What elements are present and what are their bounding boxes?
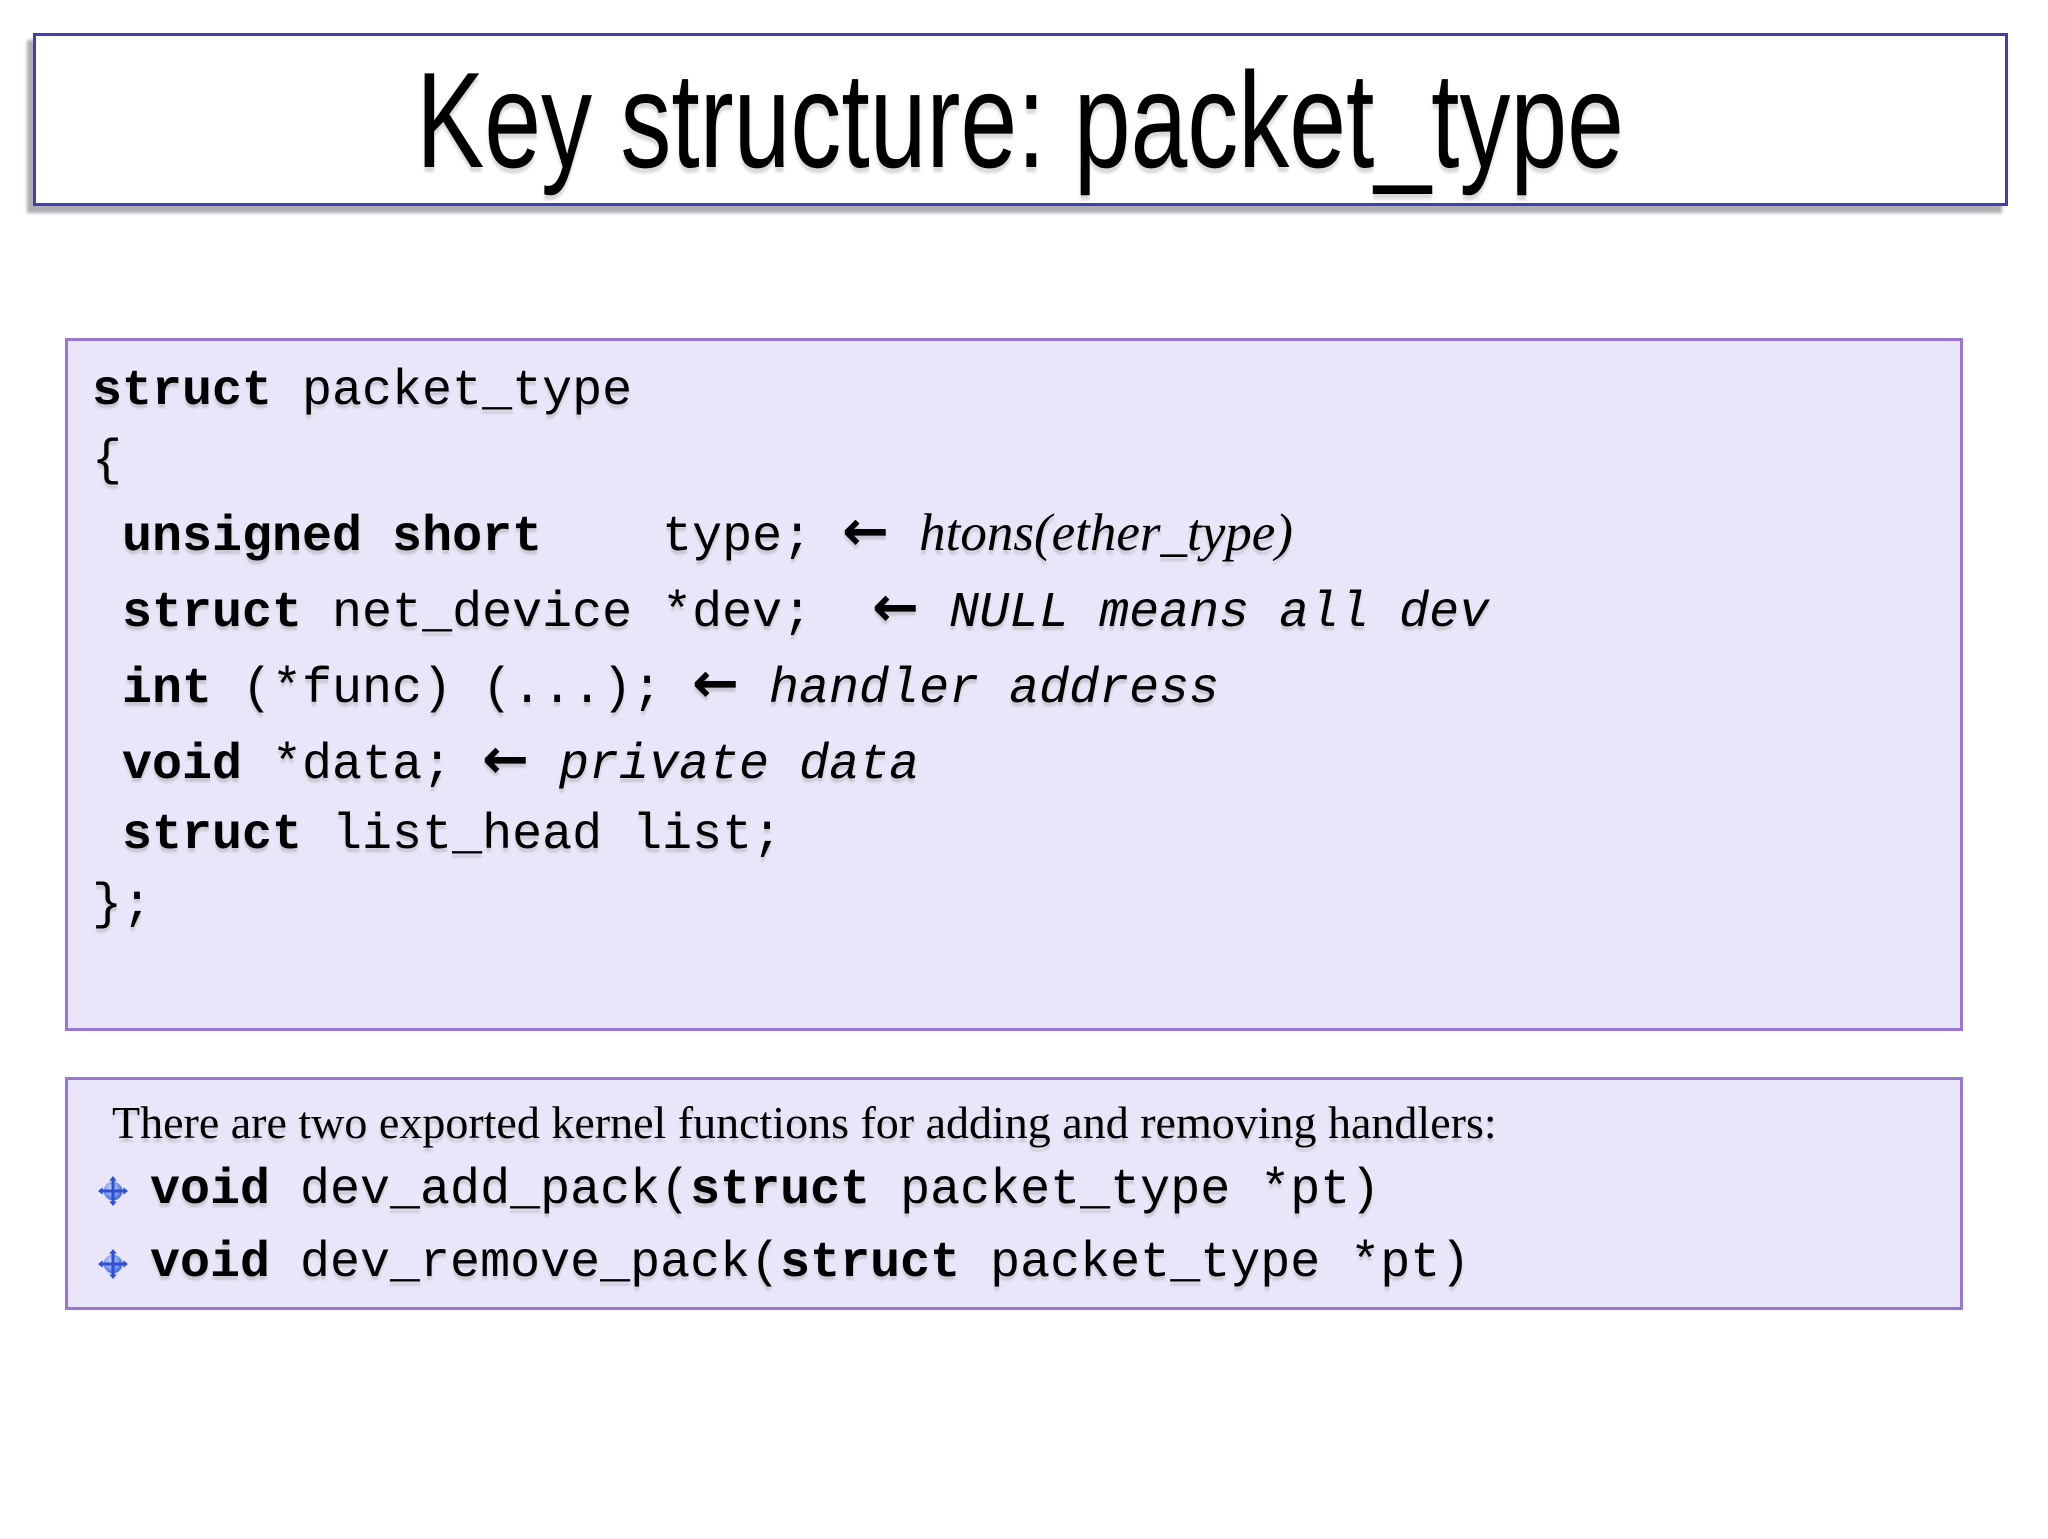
code-segment: struct <box>92 363 273 420</box>
kernel-function-list: void dev_add_pack(struct packet_type *pt… <box>92 1154 1960 1300</box>
code-segment: list_head list; <box>302 807 783 864</box>
code-segment: packet_type *pt) <box>960 1235 1471 1292</box>
code-segment: private data <box>559 737 920 794</box>
code-segment: dev_remove_pack( <box>270 1235 781 1292</box>
code-line: unsigned short type; ← htons(ether_type) <box>92 497 1960 573</box>
code-line: void *data; ← private data <box>92 725 1960 801</box>
crosshair-orb-icon <box>98 1176 128 1206</box>
struct-definition-box: struct packet_type { unsigned short type;… <box>65 338 1963 1031</box>
code-line: struct net_device *dev; ← NULL means all… <box>92 573 1960 649</box>
code-segment: *data; <box>242 737 483 794</box>
code-segment: struct <box>780 1235 961 1292</box>
code-segment: struct <box>122 585 303 642</box>
code-segment: { <box>92 433 123 490</box>
code-segment: packet_type <box>272 363 633 420</box>
code-segment: net_device *dev; <box>302 585 873 642</box>
code-segment: htons(ether_type) <box>919 504 1293 562</box>
code-segment: struct <box>122 807 303 864</box>
code-segment: dev_add_pack( <box>270 1162 691 1219</box>
code-segment: }; <box>92 877 153 934</box>
code-segment <box>529 737 559 794</box>
code-line: { <box>92 427 1960 497</box>
function-item: void dev_remove_pack(struct packet_type … <box>92 1227 1960 1300</box>
left-arrow-icon: ← <box>842 499 890 564</box>
code-line: struct list_head list; <box>92 801 1960 871</box>
code-segment <box>92 737 122 794</box>
code-segment: void <box>150 1162 271 1219</box>
crosshair-orb-icon <box>98 1249 128 1279</box>
code-line: int (*func) (...); ← handler address <box>92 649 1960 725</box>
title-box: Key structure: packet_type <box>33 33 2008 206</box>
code-segment <box>92 807 122 864</box>
code-segment <box>739 661 769 718</box>
left-arrow-icon: ← <box>482 727 530 792</box>
struct-code: struct packet_type { unsigned short type;… <box>92 357 1960 941</box>
left-arrow-icon: ← <box>872 575 920 640</box>
code-segment <box>92 585 122 642</box>
code-segment: unsigned short <box>122 509 543 566</box>
code-segment: type; <box>542 509 843 566</box>
kernel-functions-intro: There are two exported kernel functions … <box>112 1097 1497 1148</box>
kernel-functions-box: There are two exported kernel functions … <box>65 1077 1963 1310</box>
left-arrow-icon: ← <box>692 651 740 716</box>
code-line: struct packet_type <box>92 357 1960 427</box>
page-title: Key structure: packet_type <box>416 43 1625 196</box>
code-segment: int <box>122 661 213 718</box>
code-segment <box>889 509 919 566</box>
code-segment: NULL means all dev <box>949 585 1490 642</box>
code-segment <box>92 661 122 718</box>
code-segment: packet_type *pt) <box>870 1162 1381 1219</box>
code-segment: void <box>150 1235 271 1292</box>
code-segment: (*func) (...); <box>212 661 693 718</box>
code-segment: struct <box>690 1162 871 1219</box>
code-segment: void <box>122 737 243 794</box>
code-segment: handler address <box>769 661 1220 718</box>
function-item: void dev_add_pack(struct packet_type *pt… <box>92 1154 1960 1227</box>
code-segment <box>92 509 122 566</box>
code-segment <box>919 585 949 642</box>
code-line: }; <box>92 871 1960 941</box>
